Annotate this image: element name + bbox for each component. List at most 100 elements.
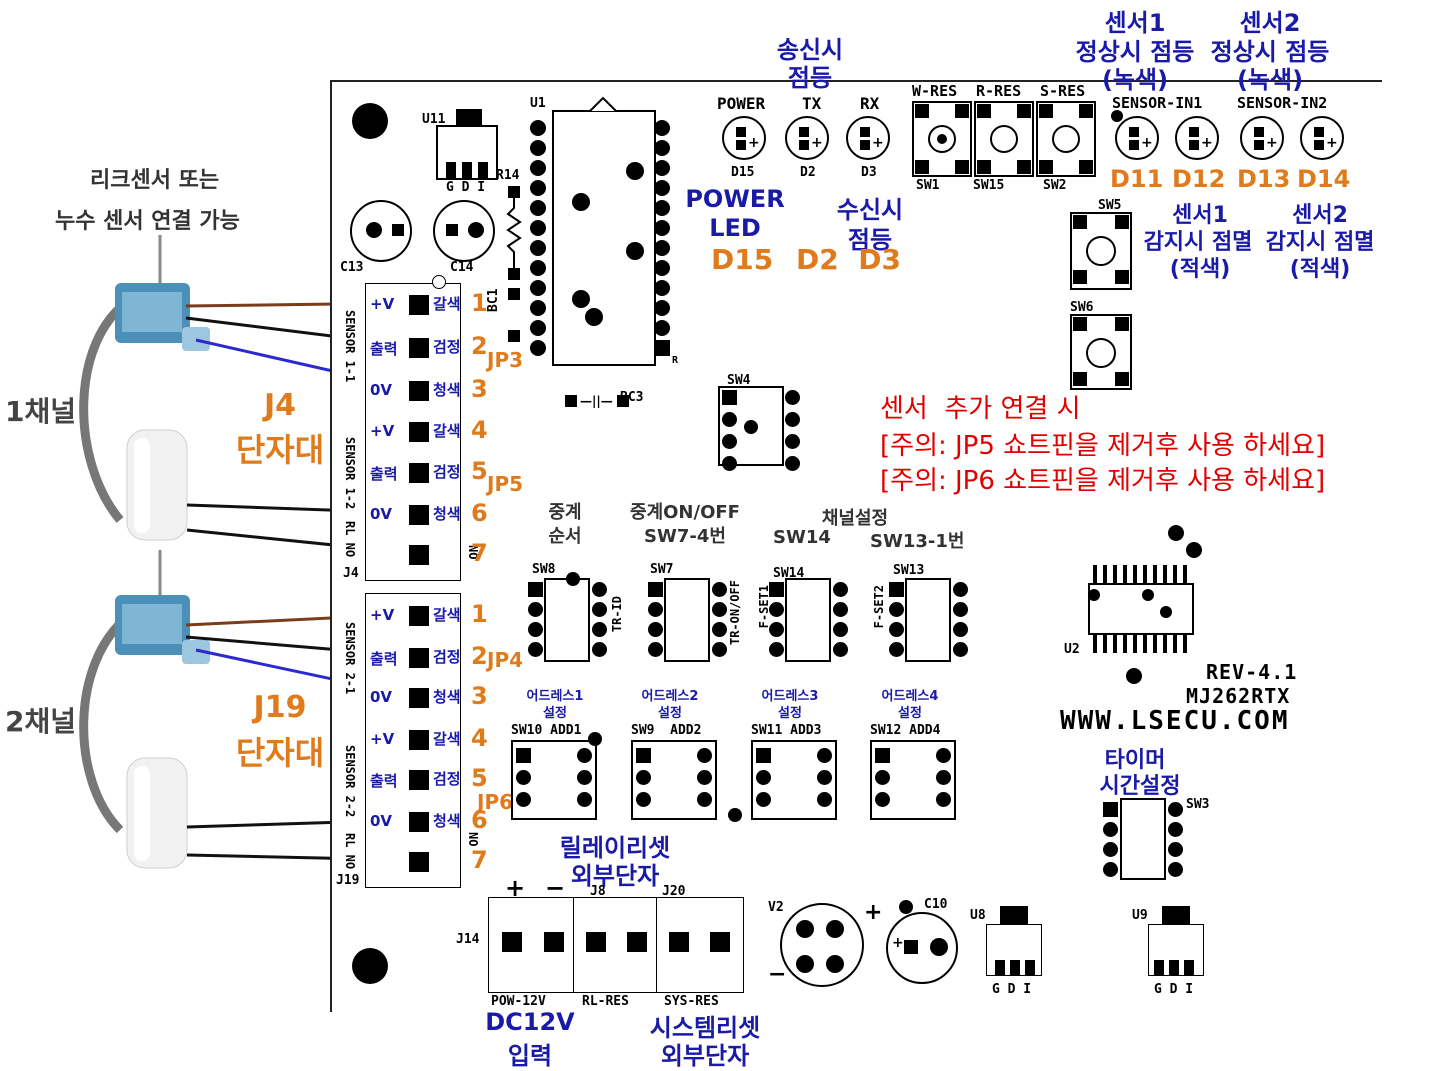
reset-switch-pin <box>977 160 991 174</box>
u1-pin-left <box>530 240 546 256</box>
rev-silk: REV-4.1 <box>1206 660 1298 684</box>
u2-pin-bottom <box>1113 635 1117 653</box>
address4-line2: 설정 <box>898 706 922 721</box>
terminal-screw <box>409 648 429 668</box>
u1-dot-d <box>572 290 590 308</box>
u1-pin-left <box>530 300 546 316</box>
addr-pin-right <box>697 792 712 807</box>
timer-line2: 시간설정 <box>1099 774 1181 799</box>
tx-silk: TX <box>802 94 822 113</box>
c14-pin2 <box>468 222 484 238</box>
j20-pin2 <box>710 932 730 952</box>
no-silk-2: NO <box>466 832 480 847</box>
sensor-in1-marker <box>1111 110 1123 122</box>
pir-sensor-2 <box>126 757 188 869</box>
dip-pin-right <box>592 622 607 637</box>
u1-pin-right <box>654 140 670 156</box>
c10-pin2 <box>930 938 948 956</box>
v2-pin4 <box>826 955 844 973</box>
d3-silk: D3 <box>861 165 877 180</box>
addr-pin-left <box>875 792 890 807</box>
c13-pin2 <box>392 224 404 236</box>
r14-pin1 <box>508 186 520 198</box>
leak-sensor-note-line2: 누수 센서 연결 가능 <box>55 209 240 234</box>
channel1-cable <box>79 296 133 523</box>
terminal-screw <box>409 770 429 790</box>
u1-pin-right <box>654 160 670 176</box>
reset-switch-center <box>937 134 947 144</box>
dip-switch-sw8[interactable] <box>544 578 590 662</box>
sw1-silk: SW1 <box>916 178 940 193</box>
dip-switch-sw14[interactable] <box>785 578 831 662</box>
addr-pin-left <box>756 770 771 785</box>
v2-pin3 <box>796 955 814 973</box>
reset-switch-pin <box>1017 160 1031 174</box>
dip-pin-left <box>889 582 904 597</box>
pcb-board <box>330 80 1382 1012</box>
address1-line1: 어드레스1 <box>526 689 584 704</box>
c10-plus: + <box>892 935 904 951</box>
dip-switch-sw7[interactable] <box>664 578 710 662</box>
sw4-pin-left <box>722 390 737 405</box>
u2-pin-top <box>1103 565 1107 583</box>
channel-set-line1: 채널설정 <box>821 508 889 529</box>
reset-switch-pin <box>977 104 991 118</box>
sw4-pin-left <box>722 456 737 471</box>
u9-tab <box>1162 906 1190 924</box>
sensor-2-1-silk: SENSOR 2-1 <box>343 622 357 695</box>
u2-body-dot1 <box>1088 589 1100 601</box>
terminal-wire-color-label: 청색 <box>433 812 461 830</box>
rx-silk: RX <box>860 94 880 113</box>
terminal-screw <box>409 730 429 750</box>
warning-line1: 센서 추가 연결 시 <box>880 394 1081 424</box>
tact-switch-pin <box>1073 270 1087 284</box>
addr-pin-right <box>577 792 592 807</box>
relay-order-line2: 순서 <box>548 526 582 547</box>
u2-body-dot2 <box>1142 589 1154 601</box>
channel2-cable <box>79 611 133 834</box>
f-set2-silk: F-SET2 <box>872 585 886 629</box>
terminal-pin-number: 5 <box>471 764 488 792</box>
addr-pin-right <box>697 748 712 763</box>
timer-switch-sw3[interactable] <box>1120 798 1166 880</box>
tact-switch-pin <box>1115 215 1129 229</box>
dip-pin-left <box>648 602 663 617</box>
terminal-signal-label: 0V <box>370 812 393 830</box>
led-d3: + <box>846 116 890 160</box>
u1-pin-right <box>654 300 670 316</box>
u1-ic-body <box>552 110 656 366</box>
terminal-screw <box>409 381 429 401</box>
u11-pin-g <box>446 162 456 178</box>
power-led-d15: D15 <box>711 243 774 276</box>
sw4-pin-right <box>785 412 800 427</box>
u1-pin-right <box>654 200 670 216</box>
d13-label: D13 <box>1237 165 1291 193</box>
u11-pin-d <box>462 162 472 178</box>
power-led-line2: LED <box>709 214 761 242</box>
rl-res-silk: RL-RES <box>582 994 629 1009</box>
terminal-pin-number: 1 <box>471 600 488 628</box>
addr-pin-right <box>577 770 592 785</box>
u2-pin-bottom <box>1173 635 1177 653</box>
dip-switch-sw13[interactable] <box>905 578 951 662</box>
terminal-signal-label: +V <box>370 606 395 624</box>
u1-pin-right <box>654 240 670 256</box>
j4-label: J4 <box>263 388 297 423</box>
dip-pin-left <box>648 582 663 597</box>
c10-silk: C10 <box>924 897 948 912</box>
sys-reset-line1: 시스템리셋 <box>649 1014 761 1042</box>
addr-pin-left <box>636 770 651 785</box>
u8-pin-d <box>1010 960 1020 976</box>
j19-label: J19 <box>253 690 307 725</box>
u2-pin-top <box>1153 565 1157 583</box>
sw3-pin-right <box>1168 822 1183 837</box>
sensor-in1-silk: SENSOR-IN1 <box>1112 94 1203 112</box>
terminal-signal-label: 출력 <box>370 772 398 790</box>
u2-dot1 <box>1168 525 1184 541</box>
u1-dot-c <box>626 242 644 260</box>
bc3-silk: BC3 <box>620 390 644 405</box>
terminal-signal-label: +V <box>370 730 395 748</box>
power-led-line1: POWER <box>685 185 785 213</box>
varistor-v2 <box>780 903 864 987</box>
d11-label: D11 <box>1110 165 1164 193</box>
